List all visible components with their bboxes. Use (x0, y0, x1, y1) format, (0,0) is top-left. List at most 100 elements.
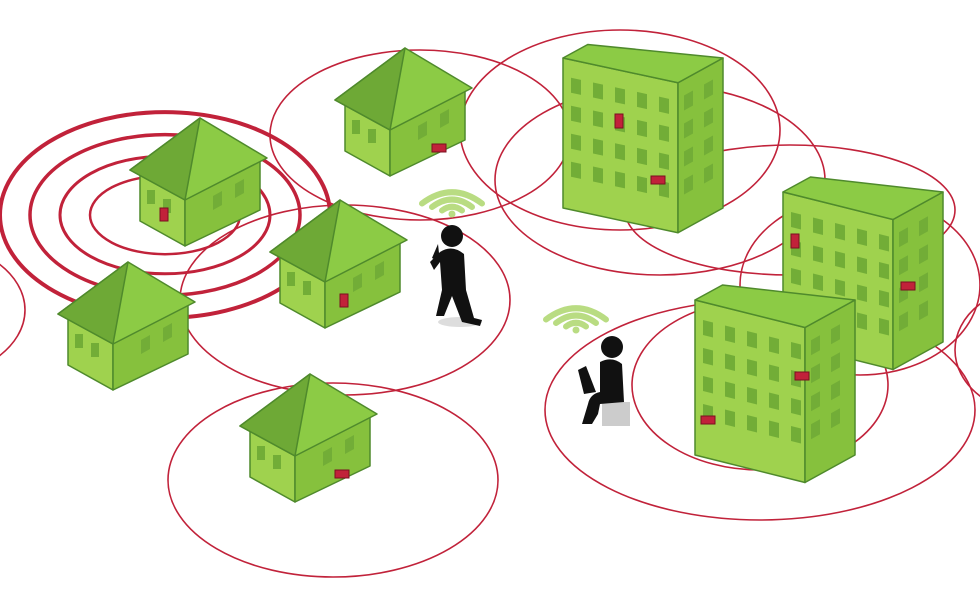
wifi-dot (572, 326, 580, 334)
window (345, 435, 354, 454)
window (75, 334, 83, 348)
window (684, 146, 693, 167)
window (323, 447, 332, 466)
window (659, 124, 669, 142)
building-roof (562, 43, 724, 84)
window (615, 171, 625, 189)
window (725, 381, 735, 399)
window (899, 311, 908, 332)
house-icon (57, 261, 196, 391)
window (704, 79, 713, 100)
arm-phone (432, 244, 440, 262)
window (257, 446, 265, 460)
window (747, 359, 757, 377)
wifi-arc (553, 312, 599, 326)
sensor-device-icon (700, 415, 716, 425)
structures (57, 43, 944, 503)
building-icon (562, 43, 724, 234)
window (352, 120, 360, 134)
window (684, 90, 693, 111)
window (593, 138, 603, 156)
window (593, 166, 603, 184)
window (831, 408, 840, 429)
window (703, 348, 713, 366)
window (141, 335, 150, 354)
window (684, 174, 693, 195)
window (235, 179, 244, 198)
house-roof-gable (57, 261, 129, 345)
house-icon (239, 373, 378, 503)
window (440, 109, 449, 128)
window (571, 77, 581, 95)
window (704, 107, 713, 128)
wifi-signal-icon (543, 305, 609, 334)
window (899, 255, 908, 276)
sensor-device-icon (339, 293, 349, 308)
window (831, 324, 840, 345)
window (899, 227, 908, 248)
building-roof (694, 284, 856, 329)
window (831, 380, 840, 401)
window (704, 135, 713, 156)
window (571, 105, 581, 123)
window (811, 419, 820, 440)
house-roof-gable (129, 117, 201, 201)
window (684, 118, 693, 139)
sensor-device-icon (614, 113, 624, 129)
house-roof-gable (239, 373, 311, 457)
window (147, 190, 155, 204)
window (811, 391, 820, 412)
laptop (578, 366, 596, 394)
window (791, 268, 801, 286)
window (769, 364, 779, 382)
window (811, 363, 820, 384)
building-wall-side (892, 191, 944, 371)
window (703, 320, 713, 338)
window (919, 216, 928, 237)
window (637, 119, 647, 138)
wifi-arc (543, 305, 609, 323)
window (637, 147, 647, 166)
window (813, 217, 823, 235)
window (571, 133, 581, 151)
window (919, 272, 928, 293)
window (368, 129, 376, 143)
window (659, 96, 669, 114)
window (831, 352, 840, 373)
sensor-device-icon (900, 281, 916, 291)
window (835, 251, 845, 269)
house-roof-gable (269, 199, 341, 283)
range-ring (0, 263, 26, 357)
window (593, 82, 603, 100)
window (791, 342, 801, 360)
window (615, 143, 625, 161)
window (747, 387, 757, 405)
window (857, 228, 867, 246)
window (637, 91, 647, 110)
wifi-signal-icon (419, 189, 485, 218)
sensor-device-icon (650, 175, 666, 185)
window (747, 331, 757, 349)
window (703, 376, 713, 394)
window (659, 152, 669, 170)
window (704, 163, 713, 184)
window (725, 325, 735, 343)
window (813, 273, 823, 291)
sensor-device-icon (431, 143, 447, 153)
window (747, 415, 757, 433)
range-ring (954, 302, 980, 398)
window (725, 353, 735, 371)
wifi-arc (419, 189, 485, 207)
wifi-arc (563, 319, 589, 330)
window (791, 426, 801, 444)
window (857, 284, 867, 302)
head (601, 336, 623, 358)
window (769, 392, 779, 410)
window (163, 323, 172, 342)
window (857, 312, 867, 330)
window (615, 87, 625, 105)
building-wall-side (677, 57, 724, 234)
window (637, 175, 647, 194)
